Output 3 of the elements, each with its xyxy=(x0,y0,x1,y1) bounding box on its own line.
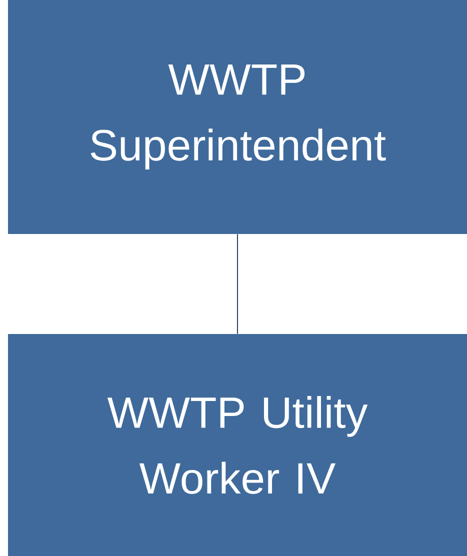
connector-line xyxy=(237,234,238,334)
title-box: WWTP Superintendent xyxy=(8,0,467,234)
title-box: WWTP Utility Worker IV xyxy=(8,334,467,556)
